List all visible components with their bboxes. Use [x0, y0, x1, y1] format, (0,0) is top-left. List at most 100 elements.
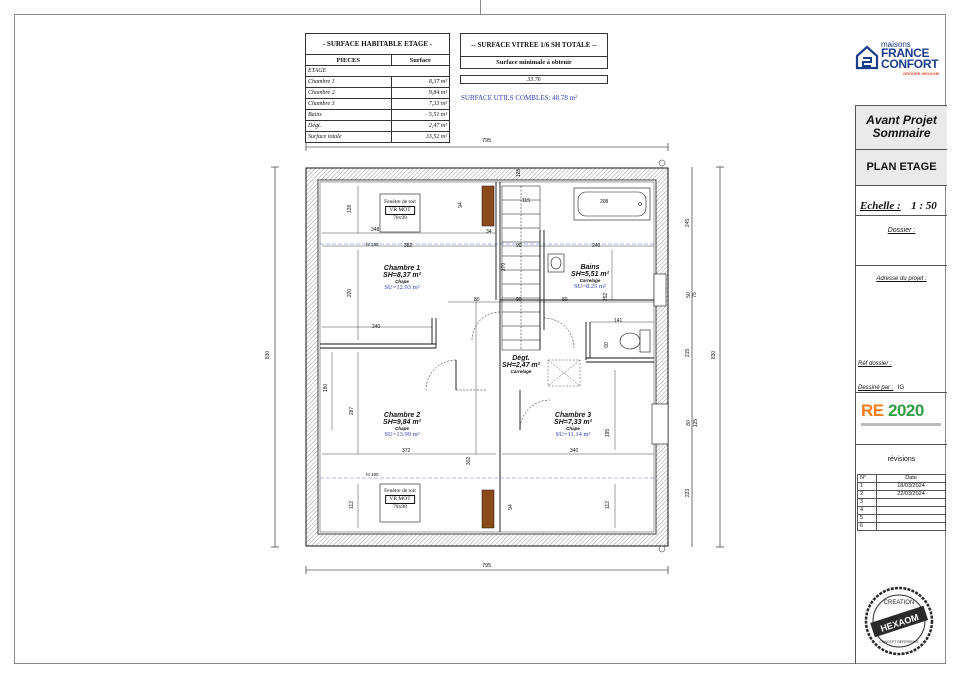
room-sh: SH=5,51 m²: [571, 271, 609, 278]
rev-header-date: Date: [876, 474, 946, 483]
dim-label: 94: [457, 202, 464, 208]
dim-overall-bottom: 795: [482, 563, 492, 569]
dim-label: 90: [516, 243, 522, 249]
room-name: Chambre 1: [383, 265, 421, 272]
dim-label: 128: [516, 168, 523, 178]
room-sh: SH=9,84 m²: [383, 419, 421, 426]
dim-label: 240: [372, 324, 381, 330]
ext-dim: 125: [693, 418, 700, 428]
rev-n: 3: [857, 498, 877, 507]
echelle: Echelle : 1 : 50: [856, 185, 947, 215]
grid-marker: [658, 159, 666, 167]
adresse: Adresse du projet :: [856, 265, 947, 348]
dim-label: 287: [349, 406, 356, 416]
roof-window-top: [379, 193, 421, 233]
dim-label: 34: [486, 229, 492, 235]
logo-line1: maisons: [881, 40, 911, 49]
window-size: 78x98: [393, 504, 407, 510]
dim-height-left: 830: [265, 350, 272, 360]
group-etage: ETAGE: [305, 65, 450, 77]
room-su: SU=12.93 m²: [384, 284, 420, 291]
dim-label: 94: [507, 504, 514, 510]
dim-label: 180: [323, 383, 330, 393]
window-size: 78x98: [393, 215, 407, 221]
vitree-subtitle: Surface minimale à obtenir: [460, 56, 608, 69]
logo-confort: CONFORT: [881, 57, 939, 71]
side-window-2: [651, 403, 669, 445]
rev-n: 4: [857, 506, 877, 515]
dim-height-right: 830: [711, 350, 718, 360]
washbasin: [547, 253, 565, 273]
room-sh: SH=7,33 m²: [554, 419, 592, 426]
adresse-label: Adresse du projet :: [876, 276, 927, 282]
room-finish: Carrelage: [510, 369, 532, 374]
re-year: 2020: [888, 401, 924, 420]
dim-label: 270: [501, 262, 508, 272]
dim-label: 90: [516, 297, 522, 303]
window-model: VR MOT: [385, 495, 415, 504]
window-label: Fenêtre de toit: [384, 488, 416, 494]
brand-logo: maisons FRANCE CONFORT GROUPE HEXAOM: [855, 40, 947, 80]
revisions-cell: [856, 444, 947, 664]
dim-label: 128: [347, 204, 354, 214]
ext-dim: 75: [691, 292, 698, 298]
rev-date: 18/03/2024: [876, 482, 946, 491]
re-underline: [861, 423, 941, 426]
roof-window-label-bottom: Fenêtre de toit VR MOT 78x98: [384, 488, 416, 511]
dossier-label: Dossier :: [887, 227, 916, 234]
plan-title: PLAN ETAGE: [856, 149, 947, 185]
room-degt: Dégt. SH=2,47 m² Carrelage: [502, 355, 540, 374]
total-value: 33,52 m²: [390, 131, 451, 143]
ext-dim: 215: [685, 348, 692, 358]
floor-plan: [271, 143, 724, 574]
rev-n: 6: [857, 522, 877, 531]
re2020-logo: RE 2020: [859, 401, 943, 429]
room-su: SU=11.14 m²: [555, 431, 591, 438]
project-type: Avant Projet Sommaire: [856, 105, 947, 149]
room-finish: Chape: [395, 426, 409, 431]
window-model: VR MOT: [385, 206, 415, 215]
room-chambre-3: Chambre 3 SH=7,33 m² Chape SU=11.14 m²: [554, 412, 592, 438]
drawing-frame: [14, 14, 946, 664]
room-name: Bains: [580, 264, 600, 271]
duct-top: [481, 185, 495, 227]
dim-label: 195: [605, 428, 612, 438]
frame-notch: [480, 0, 481, 14]
rev-date: 22/03/2024: [876, 490, 946, 499]
logo-line2: FRANCE CONFORT: [881, 47, 939, 71]
col-surface: Surface: [390, 54, 451, 66]
room-name: Dégt.: [512, 355, 530, 362]
dim-bottom: [305, 566, 669, 574]
staircase: [501, 185, 541, 351]
dim-label: 115: [522, 198, 530, 204]
ceiling-mark-top: ht 180: [366, 242, 379, 247]
side-window-1: [653, 273, 667, 307]
dim-label: 302: [466, 456, 473, 466]
ext-dim: 80: [685, 420, 692, 426]
house-icon: [855, 45, 879, 70]
dim-label: 112: [348, 501, 355, 509]
seal-bottom: CONCEPT REFERENCE: [879, 640, 919, 644]
door-swings: [425, 311, 575, 431]
surface-vitree-table: -- SURFACE VITREE 1/6 SH TOTALE -- Surfa…: [460, 33, 608, 69]
dim-label: 382: [404, 243, 413, 249]
dim-label: 80: [474, 297, 480, 303]
re2020-cell: [856, 392, 947, 444]
seal-top: CREATION: [884, 600, 915, 606]
rev-date: [876, 514, 946, 523]
revisions-title: révisions: [887, 456, 916, 463]
dim-label: 112: [604, 501, 611, 509]
room-sh: SH=8,37 m²: [383, 272, 421, 279]
room-su: SU=8.25 m²: [574, 283, 606, 290]
echelle-label: Echelle :: [860, 200, 901, 212]
project-type-line2: Sommaire: [872, 126, 931, 140]
internal-dim-lines: [322, 186, 654, 528]
re-text: RE: [861, 401, 884, 420]
rev-date: [876, 522, 946, 531]
vitree-value: 33.76: [460, 75, 608, 84]
window-label: Fenêtre de toit: [384, 199, 416, 205]
dim-label: 208: [600, 199, 609, 205]
logo-line4: GROUPE HEXAOM: [903, 71, 940, 76]
dim-left: [271, 166, 279, 548]
